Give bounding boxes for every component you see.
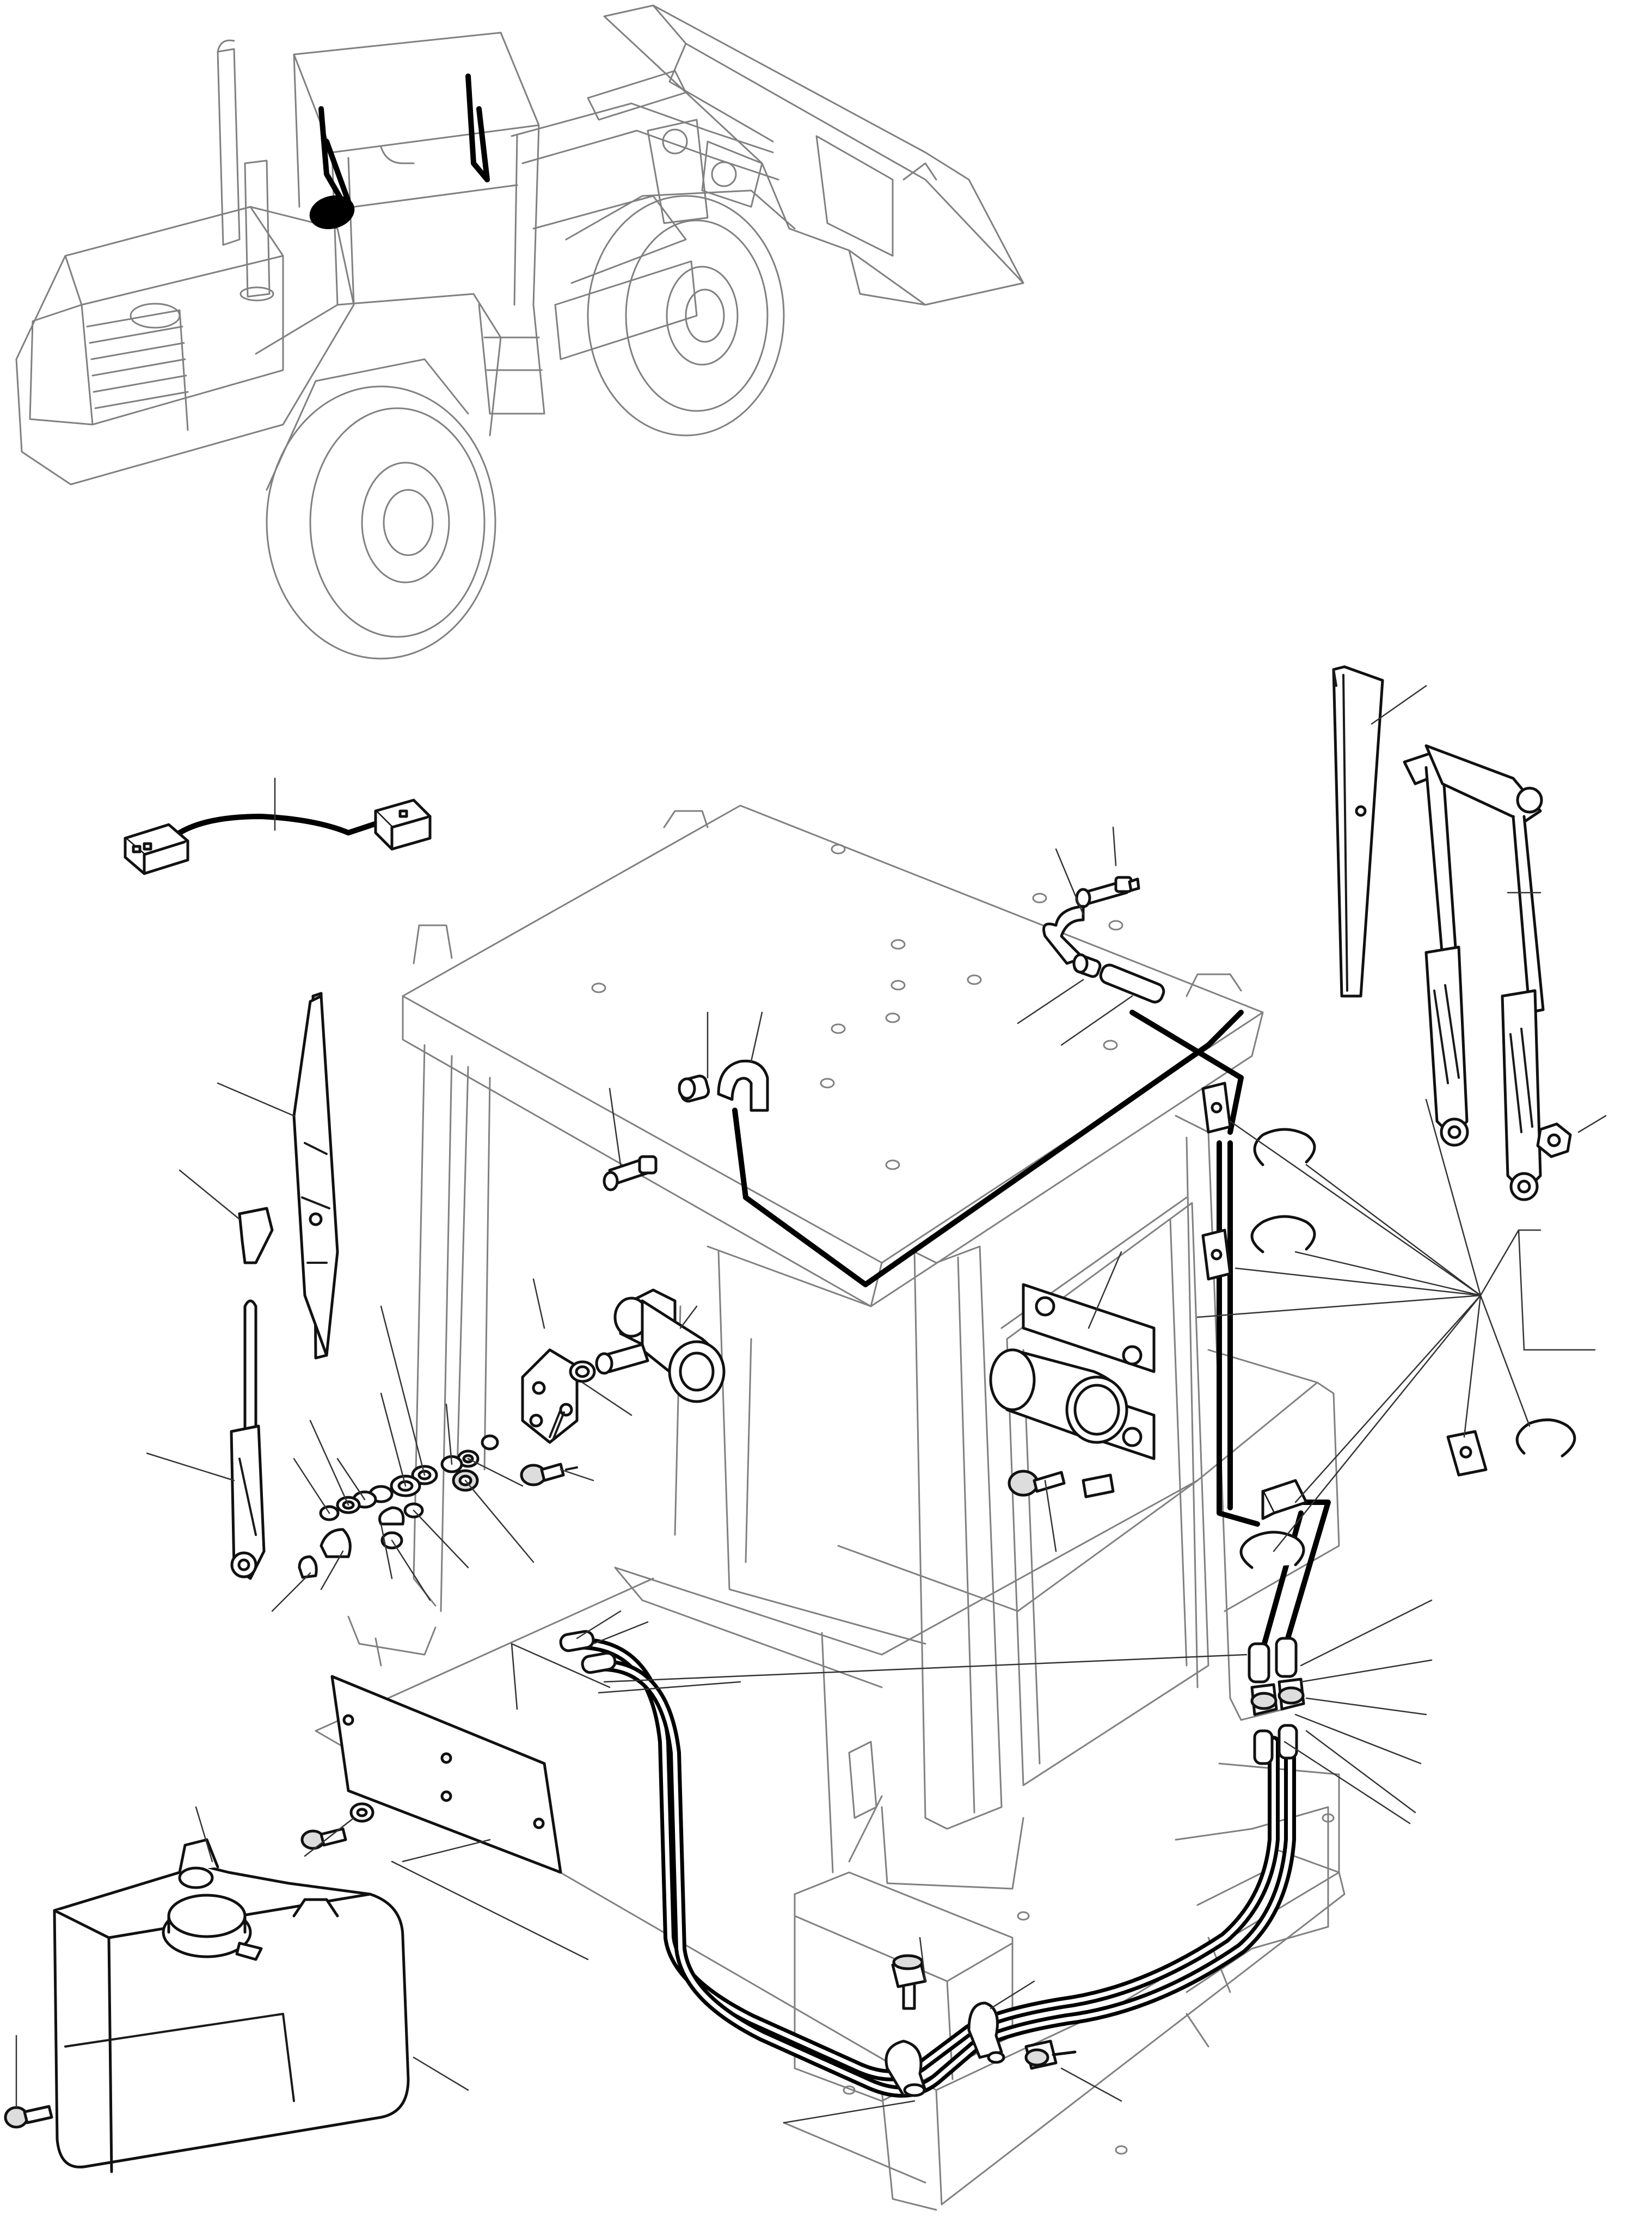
front-motor-washer (569, 1360, 596, 1383)
front-blade-clip (238, 1207, 274, 1264)
rear-washer-nozzle (1075, 876, 1140, 908)
rear-motor-connector (1082, 1473, 1115, 1498)
wheel-loader-overview (15, 4, 1024, 660)
retaining-ring-2 (1250, 1215, 1316, 1254)
tank-bracket-bolt (300, 1827, 347, 1850)
washer-tank-bracket (330, 1675, 562, 1874)
rear-wiper-arm-left (1403, 749, 1469, 1147)
front-wiper-arm (230, 1299, 266, 1580)
front-wiper-blade (292, 992, 339, 1360)
front-motor-bolt (520, 1463, 578, 1486)
rear-wiper-blade (1332, 665, 1384, 998)
front-motor-stud (549, 1409, 565, 1441)
rear-motor-mount-bolt (1008, 1470, 1066, 1497)
roof-hose-sleeve (1099, 963, 1165, 1004)
hose-clip-middle (1201, 1228, 1232, 1281)
rear-wiper-arm-right (1424, 744, 1545, 1201)
wiper-relay-harness (124, 798, 432, 875)
front-wiper-motor (595, 1288, 726, 1403)
cab-frame (315, 804, 1346, 2211)
roof-joint (1072, 953, 1102, 978)
retaining-ring-1 (1253, 1128, 1316, 1166)
hose-clamp-right (967, 2001, 1005, 2064)
tank-bracket-washer (349, 1802, 374, 1823)
clamp-bolt-floor (891, 1954, 927, 2010)
hose-check-valves (1250, 1678, 1305, 1716)
washer-hose-floor (566, 1637, 1296, 2098)
retaining-clip-square (1446, 1430, 1488, 1477)
front-joint (678, 1074, 710, 1103)
front-pivot-washer-stack (319, 1434, 499, 1550)
hose-clip-lower (1261, 1479, 1308, 1520)
roof-elbow-rear (1042, 905, 1085, 965)
retaining-ring-3 (1239, 1531, 1305, 1569)
rear-wiper-motor (989, 1348, 1128, 1444)
hose-clip-upper (1201, 1082, 1232, 1134)
hose-end-fittings (559, 1630, 1298, 1765)
clamp-bolt-right (1024, 2039, 1077, 2070)
overview-rear-wiper (465, 73, 490, 182)
front-washer-nozzle (603, 1155, 658, 1191)
overview-front-wiper (309, 106, 355, 229)
front-motor-bracket (521, 1348, 579, 1444)
washer-hose-roof (732, 1010, 1244, 1287)
washer-tank-bolt (4, 2105, 53, 2129)
washer-hose-rear-pillar (1217, 1140, 1260, 1527)
hose-clamp-left (885, 2039, 927, 2097)
front-elbow (717, 1059, 769, 1112)
washer-tank (53, 1838, 410, 2173)
washer-tank-cap (162, 1894, 263, 1961)
front-pivot-cap-nut (298, 1528, 352, 1579)
leader-lines (15, 685, 1607, 2124)
rear-wiper-arm-nut (1536, 1122, 1572, 1158)
retaining-ring-4 (1515, 1418, 1576, 1458)
